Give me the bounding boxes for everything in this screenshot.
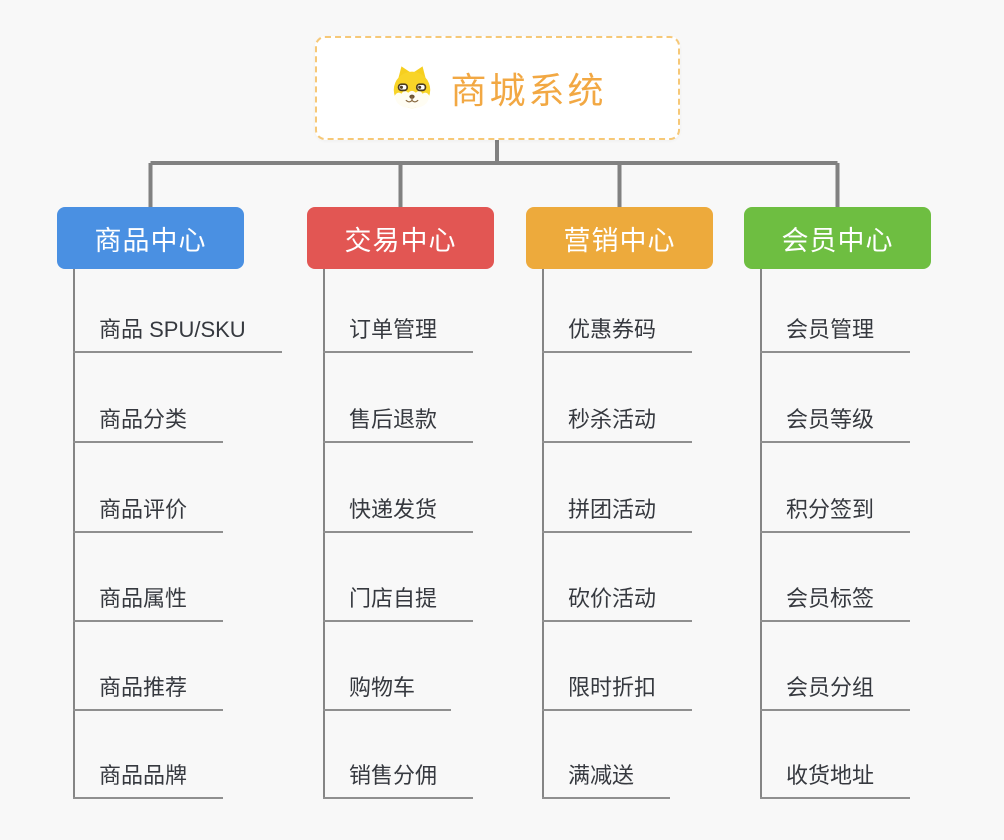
sub-topic-node[interactable]: 购物车 xyxy=(323,673,452,711)
root-title: 商城系统 xyxy=(450,70,607,111)
branch-node[interactable]: 交易中心 xyxy=(307,207,494,269)
branch-node[interactable]: 会员中心 xyxy=(744,207,931,269)
sub-topic-node[interactable]: 砍价活动 xyxy=(542,584,693,622)
sub-topic-node[interactable]: 商品品牌 xyxy=(73,761,224,799)
sub-topic-node[interactable]: 商品分类 xyxy=(73,405,224,443)
branch-node[interactable]: 营销中心 xyxy=(526,207,713,269)
branch-node[interactable]: 商品中心 xyxy=(57,207,244,269)
branch-trunk-line xyxy=(73,269,75,799)
branch-label: 会员中心 xyxy=(781,225,894,256)
branch-label: 交易中心 xyxy=(344,225,457,256)
sub-topic-node[interactable]: 拼团活动 xyxy=(542,495,693,533)
sub-topic-node[interactable]: 商品 SPU/SKU xyxy=(73,315,282,353)
root-node[interactable]: 商城系统 xyxy=(315,36,680,140)
sub-topic-node[interactable]: 商品推荐 xyxy=(73,673,224,711)
sub-topic-node[interactable]: 门店自提 xyxy=(323,584,474,622)
sub-topic-node[interactable]: 秒杀活动 xyxy=(542,405,693,443)
sub-topic-node[interactable]: 会员管理 xyxy=(760,315,911,353)
sub-topic-node[interactable]: 会员等级 xyxy=(760,405,911,443)
sub-topic-node[interactable]: 售后退款 xyxy=(323,405,474,443)
sub-topic-node[interactable]: 会员标签 xyxy=(760,584,911,622)
sub-topic-node[interactable]: 会员分组 xyxy=(760,673,911,711)
branch-label: 营销中心 xyxy=(563,225,676,256)
sub-topic-node[interactable]: 满减送 xyxy=(542,761,671,799)
sub-topic-node[interactable]: 收货地址 xyxy=(760,761,911,799)
sub-topic-node[interactable]: 订单管理 xyxy=(323,315,474,353)
branch-label: 商品中心 xyxy=(94,225,207,256)
sub-topic-node[interactable]: 商品属性 xyxy=(73,584,224,622)
sub-topic-node[interactable]: 限时折扣 xyxy=(542,673,693,711)
branch-trunk-line xyxy=(323,269,325,799)
branch-trunk-line xyxy=(542,269,544,799)
sub-topic-node[interactable]: 快递发货 xyxy=(323,495,474,533)
sub-topic-node[interactable]: 积分签到 xyxy=(760,495,911,533)
dog-icon xyxy=(394,66,431,109)
sub-topic-node[interactable]: 商品评价 xyxy=(73,495,224,533)
sub-topic-node[interactable]: 销售分佣 xyxy=(323,761,474,799)
branch-trunk-line xyxy=(760,269,762,799)
sub-topic-node[interactable]: 优惠券码 xyxy=(542,315,693,353)
